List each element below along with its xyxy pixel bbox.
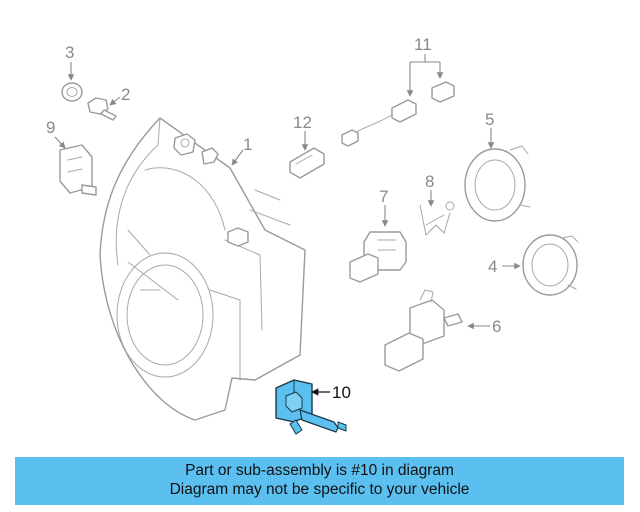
callout-8: 8 bbox=[425, 172, 434, 191]
banner-line-1: Part or sub-assembly is #10 in diagram bbox=[185, 462, 454, 479]
callout-4: 4 bbox=[488, 257, 497, 276]
callout-9: 9 bbox=[46, 118, 55, 137]
wiring-harness bbox=[341, 81, 455, 147]
retaining-ring-large bbox=[464, 145, 531, 222]
callout-6: 6 bbox=[492, 317, 501, 336]
grommet bbox=[61, 82, 83, 102]
callout-5: 5 bbox=[485, 110, 494, 129]
callout-2: 2 bbox=[121, 85, 130, 104]
headlight-housing bbox=[99, 117, 306, 421]
halogen-bulb bbox=[384, 289, 463, 372]
retaining-ring-small bbox=[522, 234, 579, 296]
callout-11: 11 bbox=[414, 35, 432, 54]
callout-1: 1 bbox=[243, 135, 252, 154]
callout-3: 3 bbox=[65, 43, 74, 62]
callout-10: 10 bbox=[332, 383, 351, 402]
leader-lines bbox=[54, 54, 521, 396]
leveling-actuator bbox=[275, 379, 347, 435]
bracket bbox=[59, 144, 97, 196]
info-banner: Part or sub-assembly is #10 in diagram D… bbox=[15, 457, 624, 505]
callout-7: 7 bbox=[379, 187, 388, 206]
screw bbox=[87, 97, 117, 121]
banner-line-2: Diagram may not be specific to your vehi… bbox=[169, 481, 470, 498]
small-bulb bbox=[289, 147, 325, 179]
bulb bbox=[349, 231, 407, 283]
callout-12: 12 bbox=[293, 113, 312, 132]
spring-clip bbox=[419, 201, 455, 237]
